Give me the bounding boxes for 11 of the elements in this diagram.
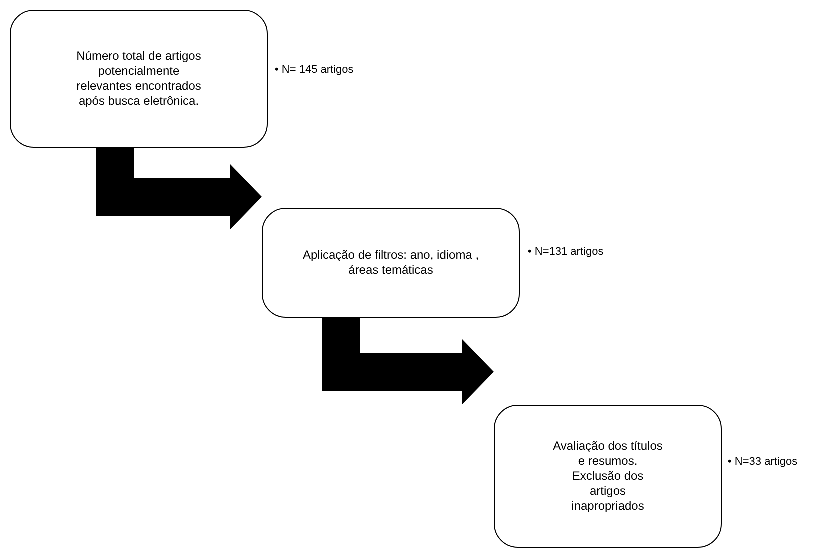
block-arrow (322, 318, 494, 405)
process-box (494, 405, 722, 548)
process-box (10, 10, 268, 148)
count-note: • N= 145 artigos (275, 64, 354, 76)
process-text: Avaliação dos títulos e resumos. Exclusão dos artigos inapropriados (553, 439, 663, 513)
process-text: Aplicação de filtros: ano, idioma , áreas temáticas (302, 248, 480, 277)
count-note: • N=33 artigos (728, 456, 798, 468)
count-note: • N=131 artigos (528, 246, 604, 258)
process-text: Número total de artigos potencialmente relevantes encontrados após busca eletrônica. (76, 49, 202, 108)
block-arrow (96, 148, 262, 230)
process-box (262, 208, 520, 318)
